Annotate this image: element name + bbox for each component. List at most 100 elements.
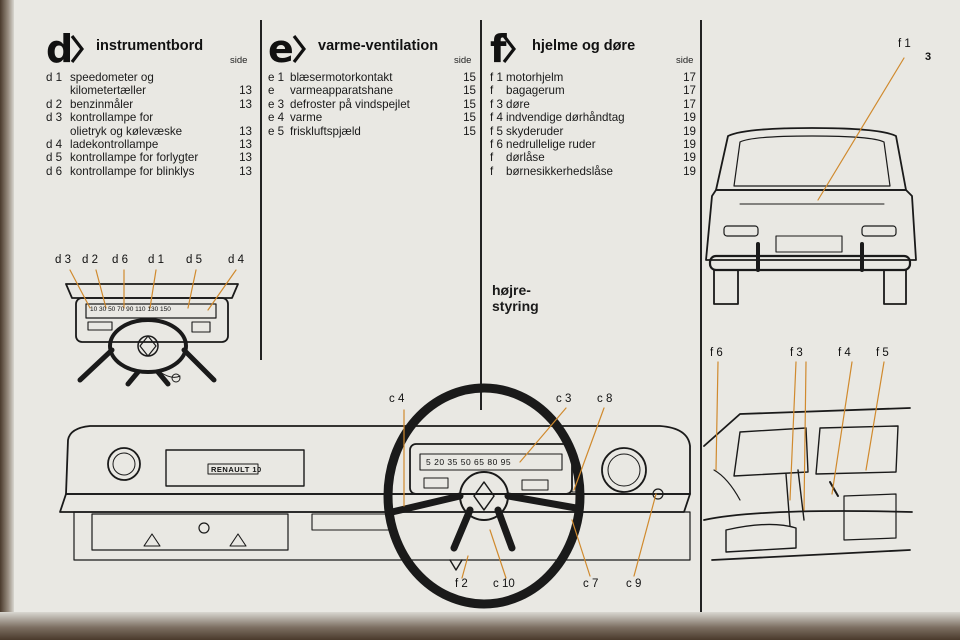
- section-letter: d: [46, 27, 74, 71]
- callout-label: d 6: [112, 254, 128, 266]
- item-code: e: [268, 84, 275, 98]
- item-text: skyderuder: [506, 124, 564, 138]
- item-code: f 4: [490, 111, 503, 125]
- callout-label: f 5: [876, 347, 889, 359]
- item-code: d 3: [46, 111, 63, 125]
- item-page: 15: [463, 84, 476, 98]
- list-item: olietryk og kølevæske 13: [46, 125, 252, 138]
- side-label: side: [230, 55, 248, 66]
- chevron-right-icon: [292, 35, 306, 63]
- item-page: 19: [683, 111, 696, 125]
- item-text: friskluftspjæld: [290, 124, 361, 138]
- item-page: 19: [683, 124, 696, 138]
- item-code: e 5: [268, 124, 285, 138]
- item-text: kontrollampe for blinklys: [70, 164, 195, 178]
- item-page: 19: [683, 151, 696, 165]
- callout-label: c 4: [389, 393, 405, 405]
- item-text: døre: [506, 97, 530, 111]
- column-divider: [260, 20, 262, 360]
- callout-label: c 7: [583, 578, 599, 590]
- item-text: børnesikkerhedslåse: [506, 164, 613, 178]
- list-item: f bagagerum 17: [490, 84, 696, 97]
- item-text: kontrollampe for forlygter: [70, 151, 199, 165]
- list-item: e 5 friskluftspjæld 15: [268, 125, 476, 138]
- callout-label: d 3: [55, 254, 71, 266]
- callout-label: d 4: [228, 254, 244, 266]
- callout-label: c 8: [597, 393, 613, 405]
- item-text: varme: [290, 111, 323, 125]
- page-number: 3: [925, 51, 932, 63]
- item-page: 17: [683, 84, 696, 98]
- item-code: f: [490, 164, 494, 178]
- item-code: f 5: [490, 124, 503, 138]
- callout-label: c 10: [493, 578, 515, 590]
- callout-label: d 1: [148, 254, 164, 266]
- side-label: side: [454, 55, 472, 66]
- column-divider: [700, 20, 702, 612]
- item-text: motorhjelm: [506, 71, 564, 84]
- item-code: f 3: [490, 97, 503, 111]
- section-title: varme-ventilation: [318, 38, 439, 54]
- callout-label: f 6: [710, 347, 723, 359]
- item-page: 15: [463, 71, 476, 84]
- list-item: e 4 varme 15: [268, 111, 476, 124]
- callout-label: f 3: [790, 347, 803, 359]
- item-page: 13: [239, 137, 252, 151]
- item-page: 15: [463, 97, 476, 111]
- section-letter: e: [268, 27, 294, 71]
- item-text: defroster på vindspejlet: [290, 97, 410, 111]
- item-code: d 4: [46, 137, 63, 151]
- item-page: 13: [239, 84, 252, 98]
- car-side-drawing: [703, 407, 913, 561]
- item-page: 17: [683, 71, 696, 84]
- item-text: bagagerum: [506, 84, 565, 98]
- item-text: olietryk og kølevæske: [70, 124, 183, 138]
- section-letter: f: [490, 27, 507, 71]
- item-text: dørlåse: [506, 151, 545, 165]
- item-page: 15: [463, 124, 476, 138]
- item-code: d 2: [46, 97, 63, 111]
- item-code: f: [490, 84, 494, 98]
- chevron-right-icon: [502, 35, 516, 63]
- item-page: 13: [239, 97, 252, 111]
- item-code: e 1: [268, 71, 285, 84]
- callout-label: f 2: [455, 578, 468, 590]
- item-page: 15: [463, 111, 476, 125]
- steering-note: højre- styring: [492, 282, 539, 314]
- callout-label: c 3: [556, 393, 572, 405]
- item-text: indvendige dørhåndtag: [506, 111, 625, 125]
- list-item: d 2 benzinmåler 13: [46, 98, 252, 111]
- column-divider: [480, 20, 482, 410]
- side-label: side: [676, 55, 694, 66]
- item-code: e 4: [268, 111, 285, 125]
- car-front-drawing: [705, 127, 917, 305]
- item-page: 13: [239, 124, 252, 138]
- section-title: hjelme og døre: [532, 38, 636, 54]
- item-text: varmeapparatshane: [290, 84, 394, 98]
- item-text: benzinmåler: [70, 97, 134, 111]
- page-bottom-edge: [0, 612, 960, 640]
- item-code: d 5: [46, 151, 63, 165]
- dashboard-drawing: [59, 383, 691, 609]
- callout-label: f 4: [838, 347, 851, 359]
- item-page: 17: [683, 97, 696, 111]
- section-title: instrumentbord: [96, 38, 204, 54]
- callout-label: c 9: [626, 578, 642, 590]
- item-text: speedometer og: [70, 71, 154, 84]
- callout-label: d 5: [186, 254, 202, 266]
- list-item: e varmeapparatshane 15: [268, 84, 476, 97]
- item-text: ladekontrollampe: [70, 137, 159, 151]
